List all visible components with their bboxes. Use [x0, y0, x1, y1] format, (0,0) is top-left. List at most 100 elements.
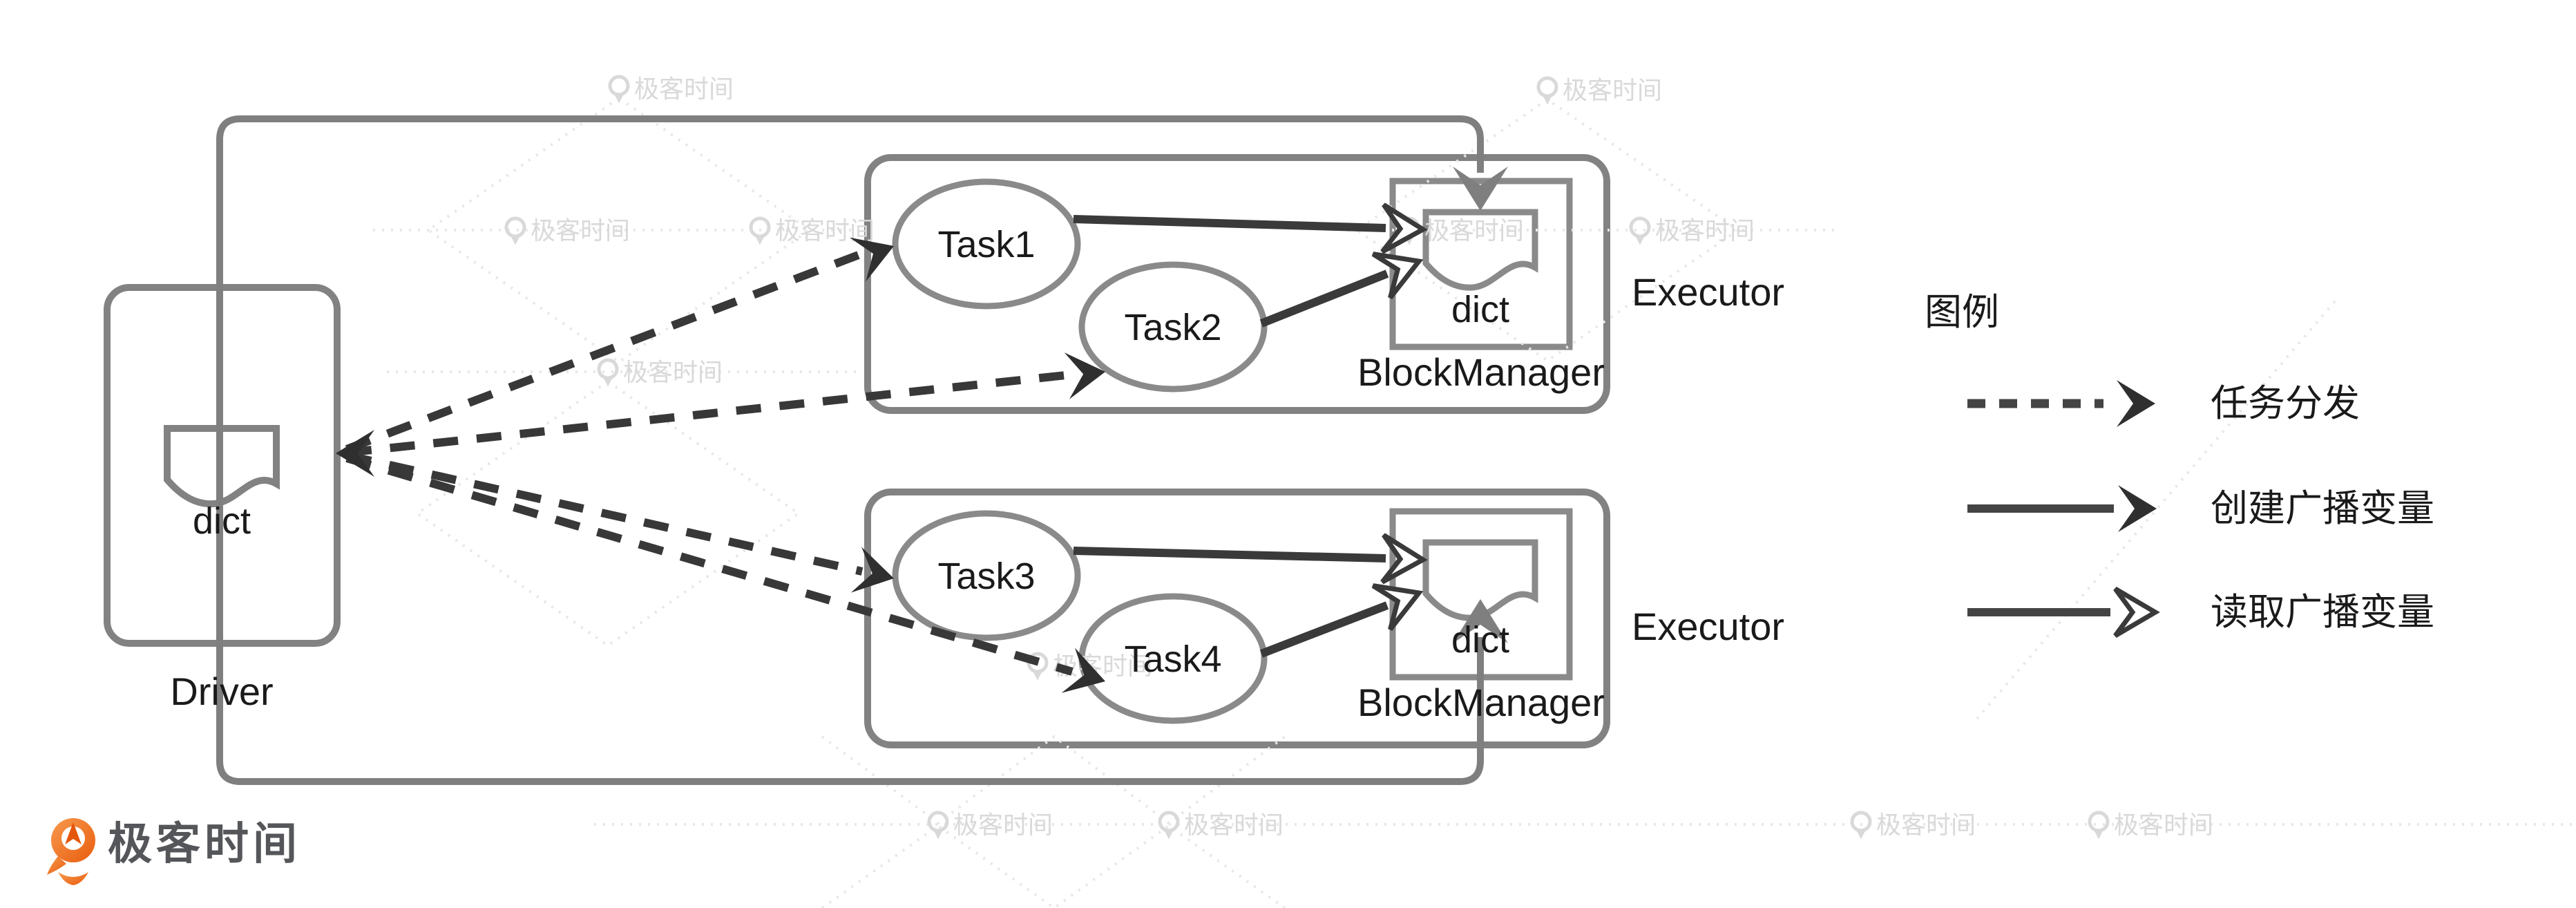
watermark-stamp: 极客时间 [504, 216, 630, 245]
watermark-stamp: 极客时间 [597, 358, 723, 387]
watermark-layer: 极客时间 极客时间 极客时间 极客时间 极客时间 极客时间 [373, 75, 2576, 908]
watermark-text: 极客时间 [1655, 216, 1755, 245]
watermark-text: 极客时间 [1876, 811, 1976, 839]
read-broadcast-arrow-task2 [1259, 269, 1389, 328]
watermark-zigzag [821, 735, 1286, 825]
create-broadcast-arrow-top [216, 115, 1484, 456]
task2-label: Task2 [1124, 307, 1221, 348]
legend-dashed-arrowhead [2117, 380, 2155, 427]
driver-dict-label: dict [193, 500, 251, 542]
geektime-logo-icon-tail [47, 856, 66, 875]
watermark-logo-icon [1164, 829, 1174, 840]
executor1-dict-label: dict [1451, 289, 1509, 330]
blockmanager1-label: BlockManager [1357, 350, 1605, 394]
task3-label: Task3 [937, 556, 1035, 597]
dict-document-icon-executor-1 [1422, 209, 1538, 291]
task-dispatch-arrow-task2 [346, 370, 1073, 457]
geektime-logo: 极客时间 [47, 818, 301, 885]
read-broadcast-arrowhead-task1 [1380, 202, 1428, 254]
watermark-text: 极客时间 [623, 358, 723, 386]
watermark-stamp: 极客时间 [1850, 811, 1976, 840]
watermark-logo-icon [749, 216, 771, 238]
watermark-text: 极客时间 [1563, 76, 1662, 104]
watermark-stamp: 极客时间 [749, 216, 875, 245]
legend-read-arrowhead [2113, 586, 2160, 639]
watermark-text: 极客时间 [531, 216, 630, 245]
watermark-logo-icon [1536, 76, 1558, 98]
watermark-stamp: 极客时间 [1536, 76, 1662, 105]
create-broadcast-arrowhead-top [1453, 167, 1508, 211]
watermark-stamp: 极客时间 [608, 75, 734, 104]
task-dispatch-arrowhead-task1 [849, 237, 894, 282]
watermark-logo-icon [1543, 94, 1552, 105]
legend-label-read-broadcast: 读取广播变量 [2211, 592, 2434, 633]
watermark-text: 极客时间 [1424, 216, 1524, 245]
task-dispatch-arrowhead-task2 [1064, 352, 1105, 399]
watermark-logo-icon [1158, 811, 1180, 833]
watermark-logo-icon [1635, 234, 1645, 245]
watermark-logo-icon [927, 811, 949, 833]
driver-label: Driver [170, 670, 273, 713]
task1-label: Task1 [937, 224, 1035, 265]
legend: 图例 任务分发 创建广播变量 读取广播变量 [1925, 292, 2434, 639]
watermark-logo-icon [511, 234, 520, 245]
geektime-logo-text: 极客时间 [108, 819, 301, 869]
executor2-label: Executor [1632, 605, 1784, 648]
watermark-diagonal [1976, 300, 2336, 720]
watermark-stamp: 极客时间 [1629, 216, 1755, 245]
blockmanager2-label: BlockManager [1357, 681, 1605, 724]
watermark-diamond [414, 379, 801, 647]
read-broadcast-arrowhead-task4 [1371, 583, 1424, 632]
legend-label-task-dispatch: 任务分发 [2211, 383, 2360, 424]
watermark-logo-icon [597, 358, 619, 380]
task1-ellipse [892, 178, 1081, 310]
watermark-logo-icon [2088, 811, 2110, 833]
read-broadcast-arrow-task3 [1073, 547, 1386, 562]
watermark-stamp: 极客时间 [927, 811, 1053, 840]
read-broadcast-arrowhead-task3 [1380, 533, 1428, 585]
watermark-logo-icon [603, 376, 613, 387]
watermark-stamp: 极客时间 [1027, 652, 1152, 681]
watermark-logo-icon [755, 234, 765, 245]
watermark-logo-icon [504, 216, 526, 238]
watermark-logo-icon [1856, 829, 1866, 840]
watermark-text: 极客时间 [1053, 652, 1152, 680]
watermark-diamond [1354, 97, 1741, 363]
legend-label-create-broadcast: 创建广播变量 [2211, 488, 2434, 529]
watermark-logo-icon [608, 75, 630, 97]
watermark-logo-icon [1033, 670, 1042, 681]
task-dispatch-arrowhead-task3 [850, 547, 894, 593]
watermark-text: 极客时间 [953, 811, 1053, 839]
task4-label: Task4 [1124, 639, 1221, 680]
task-dispatch-arrow-task3 [345, 451, 864, 576]
legend-title: 图例 [1925, 292, 1999, 333]
watermark-text: 极客时间 [634, 75, 734, 103]
watermark-logo-icon [614, 93, 624, 104]
watermark-text: 极客时间 [1184, 811, 1284, 839]
task3-ellipse [892, 510, 1081, 641]
task-dispatch-arrowhead-task4 [1061, 647, 1105, 693]
read-broadcast-arrow-task1 [1073, 215, 1386, 232]
read-broadcast-arrow-task4 [1259, 601, 1389, 658]
executor2-dict-label: dict [1451, 619, 1509, 661]
watermark-logo-icon [1850, 811, 1872, 833]
watermark-stamp: 极客时间 [2088, 811, 2213, 840]
legend-create-arrowhead [2118, 485, 2157, 532]
watermark-text: 极客时间 [2114, 811, 2213, 839]
executor1-label: Executor [1632, 270, 1784, 314]
watermark-logo-icon [933, 829, 943, 840]
watermark-logo-icon [1629, 216, 1651, 238]
task-dispatch-arrow-task1 [345, 249, 864, 453]
task2-ellipse [1078, 261, 1268, 392]
watermark-stamp: 极客时间 [1158, 811, 1284, 840]
task-dispatch-arrowhead-driver [336, 430, 374, 477]
watermark-diamond [426, 96, 812, 364]
geektime-logo-icon-needle [65, 822, 82, 844]
create-broadcast-arrow-bottom [216, 456, 1484, 785]
task-dispatch-arrow-task4 [345, 454, 1074, 676]
watermark-logo-icon [2094, 829, 2103, 840]
create-broadcast-arrowhead-bottom [1453, 599, 1508, 643]
read-broadcast-arrowhead-task2 [1371, 252, 1424, 300]
